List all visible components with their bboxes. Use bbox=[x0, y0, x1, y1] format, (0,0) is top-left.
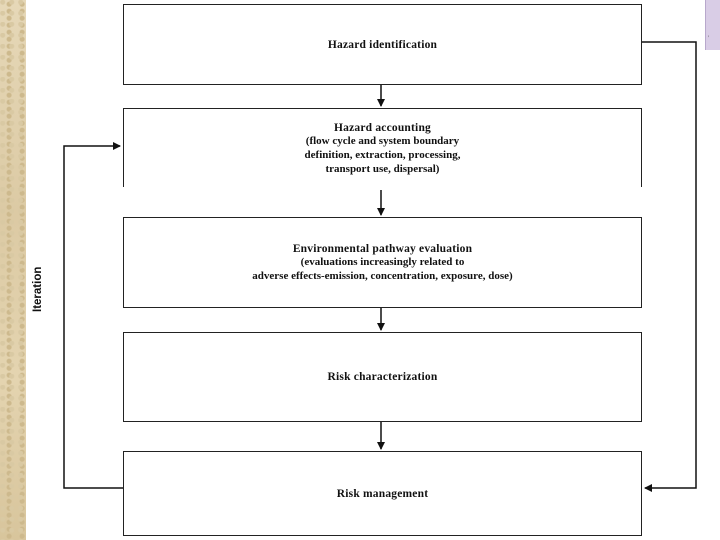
step-title: Risk characterization bbox=[327, 371, 438, 383]
step-title: Hazard identification bbox=[327, 38, 438, 51]
step-risk-characterization: Risk characterization bbox=[123, 332, 642, 422]
step-detail-line: adverse effects-emission, concentration,… bbox=[252, 269, 513, 282]
step-detail-line: transport use, dispersal) bbox=[325, 163, 440, 175]
iteration-label: Iteration bbox=[32, 266, 44, 312]
step-title: Environmental pathway evaluation bbox=[292, 242, 473, 255]
step-detail-line: (evaluations increasingly related to bbox=[300, 255, 465, 268]
step-hazard-accounting: Hazard accounting (flow cycle and system… bbox=[123, 108, 642, 190]
corner-tab-mark: ′ bbox=[708, 36, 710, 42]
step-hazard-identification: Hazard identification bbox=[123, 4, 642, 85]
step-title: Hazard accounting bbox=[334, 122, 431, 134]
scan-gap bbox=[180, 326, 480, 331]
iteration-arrow-left bbox=[63, 142, 123, 489]
step-title: Risk management bbox=[336, 487, 429, 500]
scan-gap bbox=[121, 187, 644, 193]
parchment-border bbox=[0, 0, 26, 540]
corner-tab: ′ bbox=[705, 0, 720, 50]
step-detail-line: definition, extraction, processing, bbox=[304, 149, 461, 161]
step-environmental-pathway-evaluation: Environmental pathway evaluation (evalua… bbox=[123, 217, 642, 308]
step-detail-line: (flow cycle and system boundary bbox=[305, 135, 460, 147]
step-risk-management: Risk management bbox=[123, 451, 642, 536]
feedback-arrow-right bbox=[642, 41, 697, 492]
